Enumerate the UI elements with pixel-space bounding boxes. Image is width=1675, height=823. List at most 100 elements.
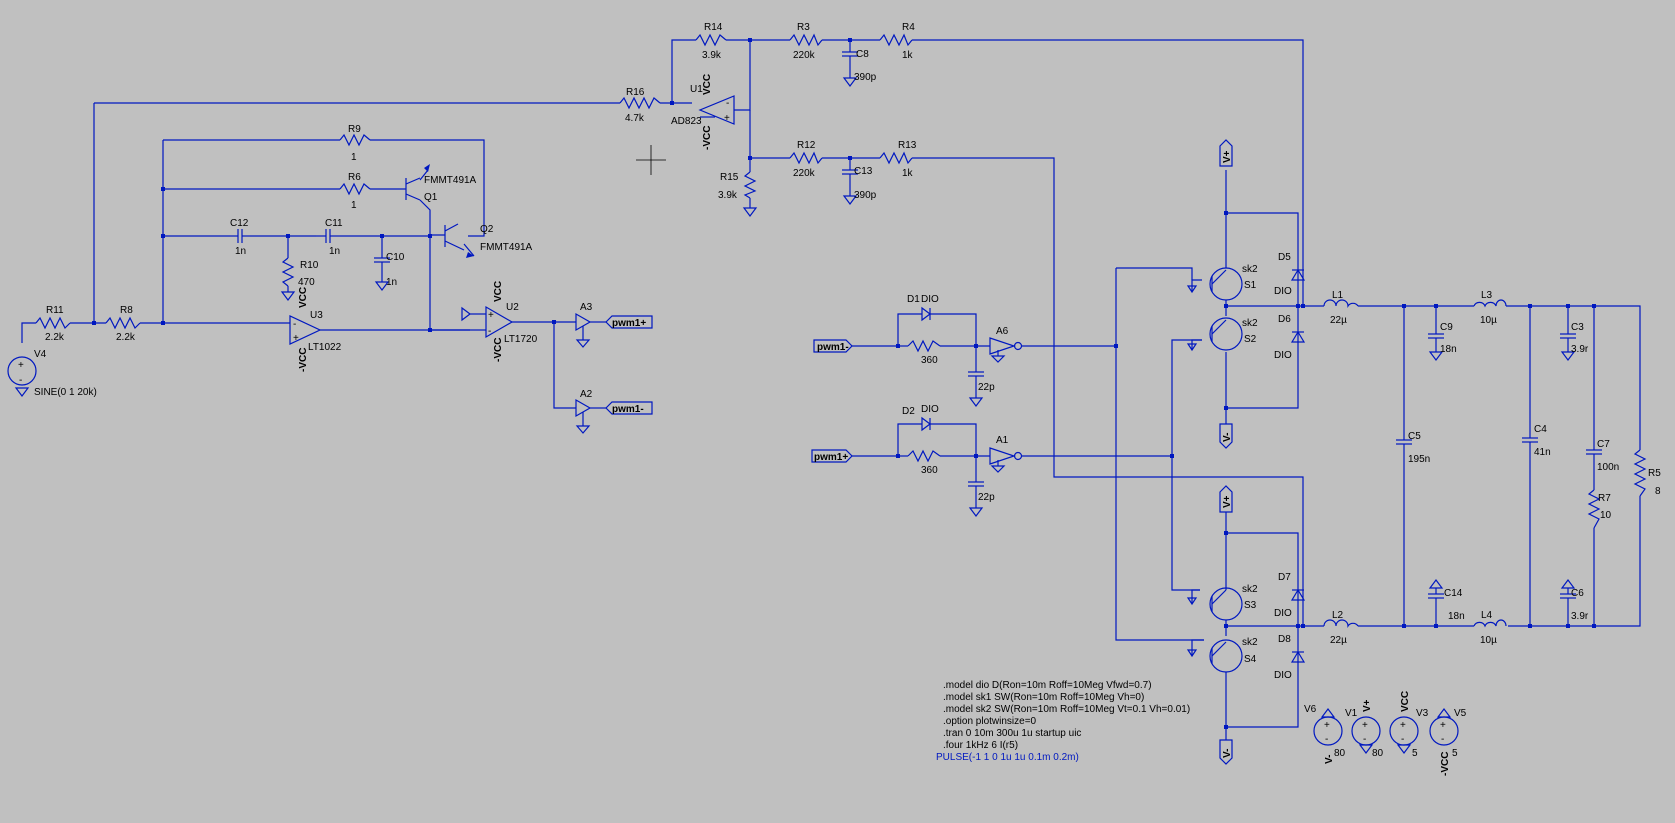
label-U1-nvcc: -VCC xyxy=(702,126,713,150)
label-C11-name: C11 xyxy=(325,218,343,229)
label-L4-name: L4 xyxy=(1481,610,1493,621)
label-C8-value: 390p xyxy=(854,72,877,83)
label-A6-name: A6 xyxy=(996,326,1009,337)
label-C4-name: C4 xyxy=(1534,424,1547,435)
label-L2-name: L2 xyxy=(1332,610,1344,621)
label-R16-name: R16 xyxy=(626,87,645,98)
buffer-A3 xyxy=(575,312,592,348)
source-V6: +- xyxy=(1313,708,1343,746)
capacitor-C5 xyxy=(1396,439,1412,460)
label-L4-value: 10µ xyxy=(1480,635,1497,646)
svg-text:+: + xyxy=(1324,720,1330,731)
directive-line-2: .model sk1 SW(Ron=10m Roff=10Meg Vh=0) xyxy=(943,692,1144,703)
inductor-L3 xyxy=(1473,299,1507,308)
label-vminus-2: V- xyxy=(1222,749,1233,758)
label-Q1-name: Q1 xyxy=(424,192,438,203)
label-R3-value: 220k xyxy=(793,50,816,61)
label-C13-name: C13 xyxy=(854,166,873,177)
label-Q2-value: FMMT491A xyxy=(480,242,533,253)
label-R8-value: 2.2k xyxy=(116,332,136,343)
net-flags[interactable]: pwm1+ pwm1- pwm1- pwm1+ xyxy=(605,139,1233,765)
transistors[interactable] xyxy=(405,164,474,258)
label-D5-name: D5 xyxy=(1278,252,1291,263)
capacitor-C13 xyxy=(842,169,858,205)
label-U1-value: AD823 xyxy=(671,116,702,127)
label-A1-name: A1 xyxy=(996,435,1009,446)
crosshair-cursor-icon xyxy=(636,145,666,175)
capacitor-C10 xyxy=(374,257,390,291)
label-R16-value: 4.7k xyxy=(625,113,645,124)
label-U3-nvcc: -VCC xyxy=(298,348,309,372)
resistor-R4 xyxy=(879,33,913,47)
label-R3-name: R3 xyxy=(797,22,810,33)
transistor-Q1 xyxy=(405,164,430,201)
label-V1-value: 80 xyxy=(1372,748,1384,759)
spice-directives[interactable]: .model dio D(Ron=10m Roff=10Meg Vfwd=0.7… xyxy=(936,680,1190,763)
label-L1-name: L1 xyxy=(1332,290,1344,301)
inductors[interactable] xyxy=(1323,299,1507,628)
label-V5-net: -VCC xyxy=(1440,752,1451,776)
label-U2-value: LT1720 xyxy=(504,334,538,345)
label-C14-value: 18n xyxy=(1448,611,1465,622)
label-S4-name: S4 xyxy=(1244,654,1257,665)
label-C4-value: 41n xyxy=(1534,447,1551,458)
svg-text:-: - xyxy=(1401,734,1404,745)
inverter-A1 xyxy=(989,447,1023,473)
resistors[interactable] xyxy=(35,33,1647,529)
source-V5: +- xyxy=(1429,708,1459,746)
label-L1-value: 22µ xyxy=(1330,315,1347,326)
switch-S4 xyxy=(1209,639,1243,673)
label-S2-name: S2 xyxy=(1244,334,1257,345)
label-U2-vcc: VCC xyxy=(493,281,504,302)
svg-text:-: - xyxy=(293,319,296,330)
capacitor-C9 xyxy=(1428,333,1444,361)
label-V6-value: 80 xyxy=(1334,748,1346,759)
switches[interactable] xyxy=(1186,267,1243,673)
label-D2-name: D2 xyxy=(902,406,915,417)
label-R10-value: 470 xyxy=(298,277,315,288)
switch-S3 xyxy=(1209,587,1243,621)
junctions xyxy=(92,38,1596,729)
label-C10-name: C10 xyxy=(386,252,405,263)
capacitor-Cb xyxy=(968,481,984,517)
label-Q2-name: Q2 xyxy=(480,224,494,235)
sources[interactable]: +- +- +- +- +- xyxy=(7,356,1459,754)
label-D6-name: D6 xyxy=(1278,314,1291,325)
capacitor-C8 xyxy=(842,51,858,87)
label-S4-model: sk2 xyxy=(1242,637,1258,648)
diodes[interactable] xyxy=(921,268,1306,663)
svg-text:-: - xyxy=(1363,734,1366,745)
label-C5-name: C5 xyxy=(1408,431,1421,442)
resistor-R11 xyxy=(35,316,71,330)
label-C5-value: 195n xyxy=(1408,454,1430,465)
resistor-R13 xyxy=(879,151,913,165)
label-C7-name: C7 xyxy=(1597,439,1610,450)
netlabel-pwm-minus-in: pwm1- xyxy=(817,342,849,353)
label-R14-value: 3.9k xyxy=(702,50,722,61)
buffer-A2 xyxy=(575,398,592,434)
capacitor-C11 xyxy=(316,229,340,243)
label-Ra-value: 360 xyxy=(921,355,938,366)
label-D8-name: D8 xyxy=(1278,634,1291,645)
resistor-R10 xyxy=(281,257,295,287)
directive-line-3: .model sk2 SW(Ron=10m Roff=10Meg Vt=0.1 … xyxy=(943,704,1190,715)
label-L3-name: L3 xyxy=(1481,290,1493,301)
diode-D1 xyxy=(921,306,931,322)
label-V4-value: SINE(0 1 20k) xyxy=(34,387,97,398)
label-Q1-value: FMMT491A xyxy=(424,175,477,186)
logic-gates[interactable] xyxy=(575,312,1023,473)
label-R9-value: 1 xyxy=(351,152,357,163)
resistor-R6 xyxy=(339,182,371,196)
resistor-R8 xyxy=(105,316,141,330)
opamp-U3: -+ xyxy=(289,315,322,345)
label-D5-value: DIO xyxy=(1274,286,1292,297)
label-A3-name: A3 xyxy=(580,302,593,313)
resistor-R7 xyxy=(1587,489,1601,529)
opamps[interactable]: -+ -+ +- xyxy=(289,95,735,345)
capacitors[interactable] xyxy=(230,51,1602,599)
label-R11-name: R11 xyxy=(46,305,64,316)
resistor-R3 xyxy=(789,33,823,47)
label-V3-value: 5 xyxy=(1412,748,1418,759)
svg-text:+: + xyxy=(1440,720,1446,731)
